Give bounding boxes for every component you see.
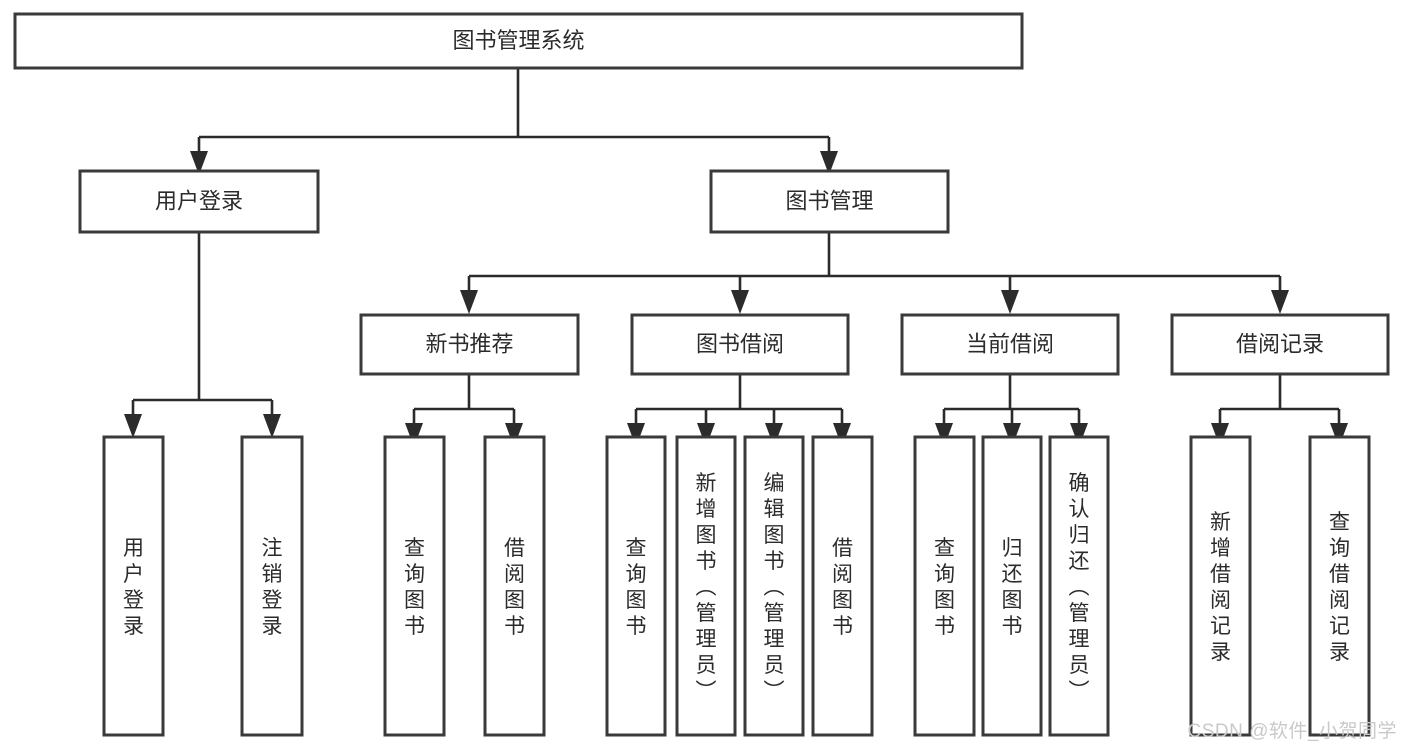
node-leaf-borrow-book-b[interactable]: 借阅图书 — [811, 435, 874, 737]
connector-newbook-to-leaves — [405, 374, 523, 447]
connector-userlogin-to-leaves — [124, 232, 281, 438]
connector-bookborrow-to-leaves — [627, 374, 851, 447]
node-leaf-edit-book[interactable]: 编辑图书︵管理员︶ — [743, 435, 805, 737]
node-leaf-return-book[interactable]: 归还图书 — [981, 435, 1043, 737]
node-leaf-query-record[interactable]: 查询借阅记录 — [1308, 435, 1371, 737]
node-label: 注销登录 — [262, 537, 283, 638]
node-label: 新增借阅记录 — [1210, 511, 1231, 664]
node-root[interactable]: 图书管理系统 — [13, 12, 1024, 70]
node-label: 当前借阅 — [966, 331, 1054, 356]
connector-currentborrow-to-leaves — [935, 374, 1088, 447]
node-label: 新书推荐 — [425, 331, 513, 356]
node-label: 借阅图书 — [832, 537, 853, 638]
node-leaf-logout[interactable]: 注销登录 — [240, 435, 304, 737]
node-label: 编辑图书︵管理员︶ — [764, 472, 785, 703]
node-leaf-add-book[interactable]: 新增图书︵管理员︶ — [675, 435, 737, 737]
node-leaf-query-book-c[interactable]: 查询图书 — [913, 435, 976, 737]
node-leaf-borrow-book-a[interactable]: 借阅图书 — [483, 435, 546, 737]
node-leaf-add-record[interactable]: 新增借阅记录 — [1189, 435, 1252, 737]
node-current-borrow[interactable]: 当前借阅 — [900, 313, 1120, 376]
node-label: 归还图书 — [1002, 537, 1023, 638]
connector-root-to-level2 — [190, 68, 838, 175]
node-label: 新增图书︵管理员︶ — [696, 472, 717, 703]
node-book-borrow[interactable]: 图书借阅 — [630, 313, 850, 376]
node-label: 查询借阅记录 — [1329, 511, 1350, 664]
node-leaf-query-book-b[interactable]: 查询图书 — [605, 435, 667, 737]
connector-layer — [124, 68, 1348, 447]
node-layer: 图书管理系统用户登录图书管理新书推荐图书借阅当前借阅借阅记录用户登录注销登录查询… — [13, 12, 1390, 737]
node-label: 图书借阅 — [696, 331, 784, 356]
node-label: 查询图书 — [934, 537, 955, 638]
node-leaf-user-login[interactable]: 用户登录 — [102, 435, 165, 737]
node-borrow-record[interactable]: 借阅记录 — [1170, 313, 1390, 376]
connector-borrowrecord-to-leaves — [1211, 374, 1348, 447]
node-label: 用户登录 — [155, 188, 243, 213]
node-leaf-query-book-a[interactable]: 查询图书 — [383, 435, 446, 737]
node-label: 查询图书 — [626, 537, 647, 638]
connector-bookmanage-to-level3 — [460, 232, 1289, 314]
node-label: 图书管理 — [785, 188, 873, 213]
node-label: 查询图书 — [404, 537, 425, 638]
node-label: 用户登录 — [123, 537, 144, 638]
node-label: 图书管理系统 — [452, 28, 584, 53]
node-book-manage[interactable]: 图书管理 — [709, 169, 950, 234]
node-label: 借阅图书 — [504, 537, 525, 638]
node-label: 确认归还︵管理员︶ — [1069, 472, 1090, 703]
node-user-login[interactable]: 用户登录 — [78, 169, 320, 234]
node-new-book-rec[interactable]: 新书推荐 — [359, 313, 580, 376]
csdn-watermark: CSDN @软件_小贺同学 — [1187, 721, 1397, 742]
node-label: 借阅记录 — [1236, 331, 1324, 356]
node-leaf-confirm-return[interactable]: 确认归还︵管理员︶ — [1048, 435, 1110, 737]
